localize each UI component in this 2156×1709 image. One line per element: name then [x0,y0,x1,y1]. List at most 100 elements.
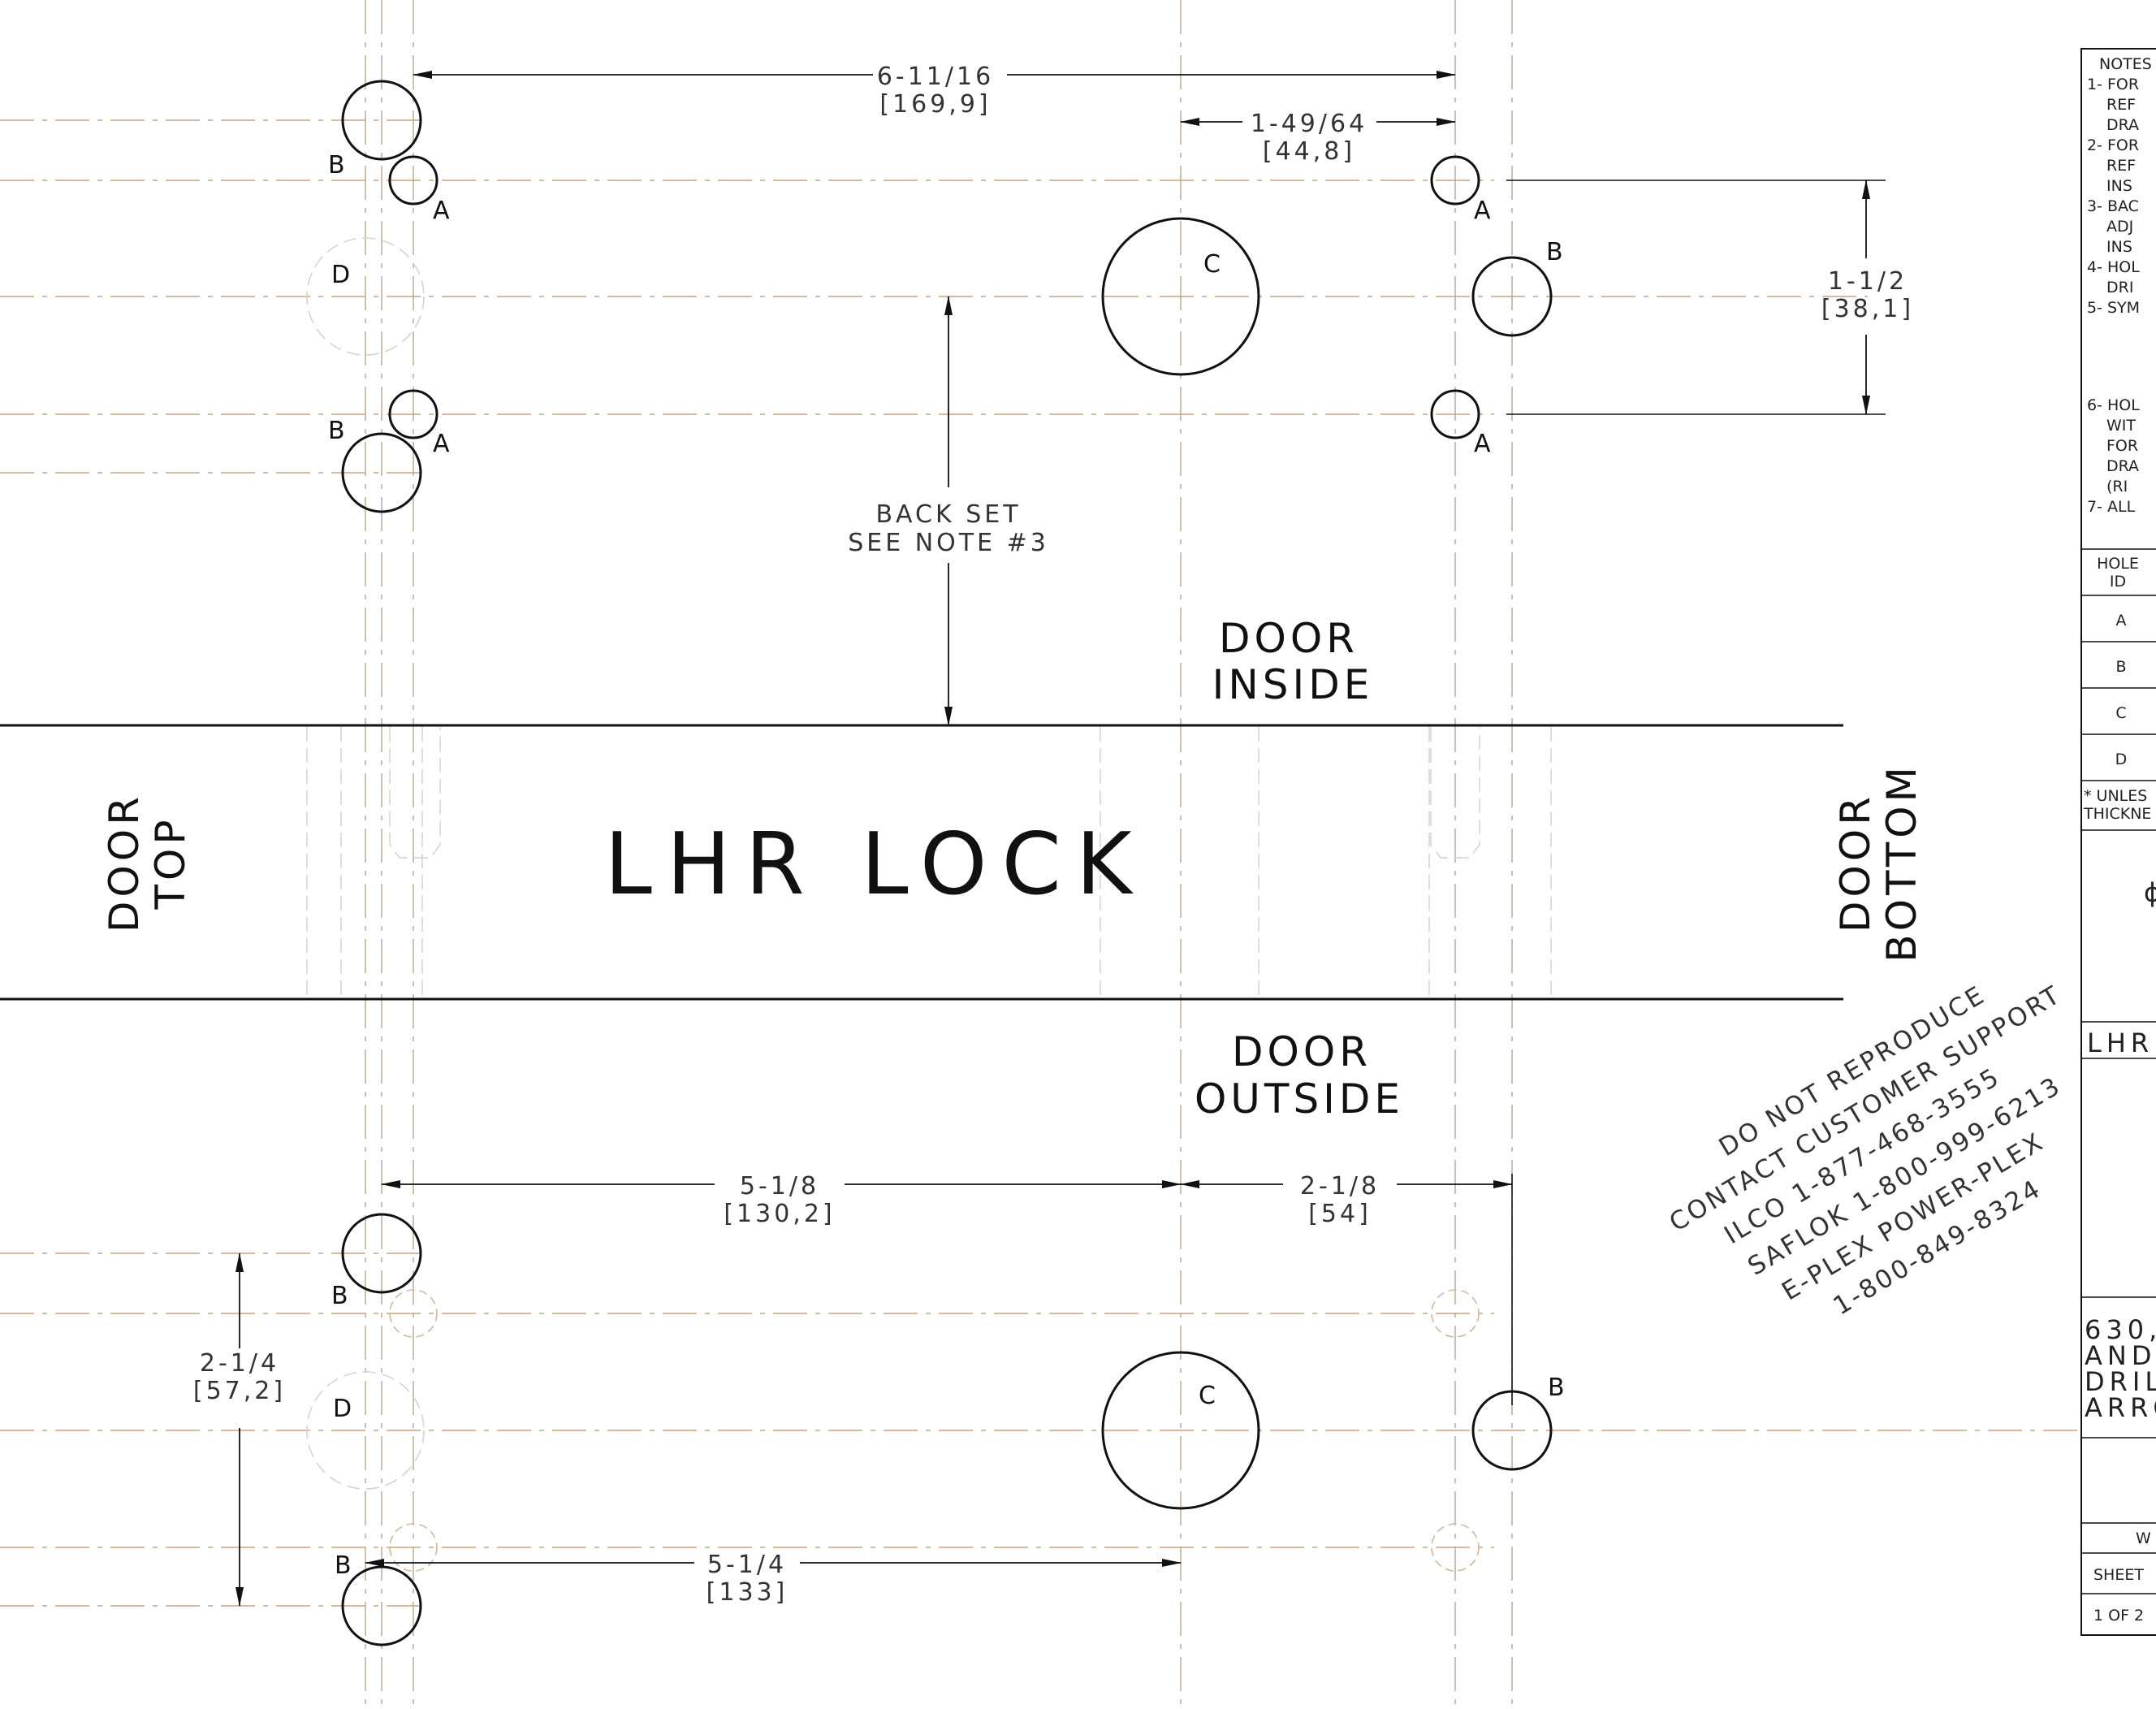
hole-label-b: B [331,1282,348,1310]
hole-b [341,432,422,513]
dim-130-2: [130,2] [724,1200,835,1228]
centerlines [0,119,2079,1607]
svg-text:(RI: (RI [2106,478,2128,495]
svg-text:DRI: DRI [2106,279,2133,296]
hole-id-c: C [2115,704,2126,722]
door-top-1: DOOR [101,793,148,932]
title-block-notes: NOTES 1- FOR REF DRA 2- FOR REF INS 3- B… [2087,55,2152,516]
back-set-label: BACK SET [875,500,1021,529]
svg-text:6- HOL: 6- HOL [2087,396,2140,414]
door-bottom-1: DOOR [1832,793,1879,932]
dim-5-1-8: 5-1/8 [740,1172,819,1201]
dim-2-1-4: 2-1/4 [200,1349,279,1378]
vertical-centerlines [365,0,1513,1709]
svg-text:REF: REF [2106,96,2136,114]
door-outside-2: OUTSIDE [1195,1075,1404,1123]
unless-note: * UNLES [2084,787,2147,805]
finish-line: DRILL [2085,1366,2156,1397]
dim-44-8: [44,8] [1263,137,1355,166]
hole-d-ghost [306,237,425,356]
hole-b [341,80,422,161]
hole-a [1430,389,1480,439]
door-inside-1: DOOR [1219,615,1359,662]
svg-text:INS: INS [2106,177,2132,195]
hole-a [1430,155,1480,206]
svg-text:ADJ: ADJ [2106,218,2133,236]
dim-1-49-64: 1-49/64 [1251,110,1367,138]
door-bottom-2: BOTTOM [1878,763,1925,962]
hole-b [1471,256,1553,337]
hole-label-c: C [1199,1382,1216,1410]
hole-id-a: A [2116,612,2127,630]
hole-label-a: A [433,430,450,458]
hole-label-d: D [333,1395,352,1423]
svg-text:2- FOR: 2- FOR [2087,136,2139,154]
dimension-text: 6-11/16 [169,9] 1-49/64 [44,8] 1-1/2 [38… [193,63,1914,1607]
hole-label-b: B [328,151,345,180]
svg-text:1- FOR: 1- FOR [2087,76,2139,93]
hole-b [341,1565,422,1646]
svg-text:7- ALL: 7- ALL [2087,498,2136,516]
door-inside-2: INSIDE [1212,661,1374,708]
dimension-lines [235,71,1870,1607]
wy-label: W [2136,1529,2151,1547]
dim-38-1: [38,1] [1821,295,1914,323]
hole-d-ghost [306,1371,425,1490]
door-outside-1: DOOR [1232,1028,1372,1075]
hole-label-b: B [328,417,345,445]
svg-text:5- SYM: 5- SYM [2087,299,2140,317]
sheet-value: 1 OF 2 [2093,1607,2144,1625]
notes-heading: NOTES [2099,55,2152,73]
dim-5-1-4: 5-1/4 [707,1551,787,1579]
svg-text:DRA: DRA [2106,116,2139,134]
hole-a [388,155,439,206]
hole-c [1101,1351,1260,1510]
hole-id-d: D [2115,751,2128,768]
see-note-3: SEE NOTE #3 [848,529,1049,557]
dim-133: [133] [706,1578,789,1607]
hole-letters: B A D B A C A B A B D C B B [328,151,1565,1580]
finish-line: ARROW [2085,1392,2156,1423]
hole-a [388,389,439,439]
finish-line: AND F [2085,1340,2156,1371]
dim-6-11-16: 6-11/16 [877,63,994,91]
dim-57-2: [57,2] [193,1377,286,1405]
hole-label-b: B [1548,1374,1565,1402]
holes-outside [306,1213,1553,1646]
door-edge [0,724,1843,1001]
svg-text:DRA: DRA [2106,457,2139,475]
svg-text:REF: REF [2106,157,2136,175]
hole-id-header: ID [2110,573,2126,591]
extension-lines [1506,180,1886,1405]
holes-inside [306,80,1553,513]
hole-label-c: C [1203,250,1221,279]
hole-label-d: D [331,261,350,289]
dim-1-1-2: 1-1/2 [1828,267,1908,296]
hole-label-a: A [1474,430,1491,458]
main-labels: BACK SET SEE NOTE #3 DOOR INSIDE DOOR OU… [101,500,1925,1123]
title-block: NOTES 1- FOR REF DRA 2- FOR REF INS 3- B… [2080,48,2156,1636]
hole-label-b: B [335,1551,352,1580]
unless-note: THICKNE [2083,805,2151,823]
hole-c [1101,217,1260,376]
dim-169-9: [169,9] [879,90,991,119]
dim-54: [54] [1308,1200,1372,1228]
drawing-title: LHR LOCK [604,815,1146,914]
finish-line: 630, [2085,1314,2156,1345]
watermark: DO NOT REPRODUCE CONTACT CUSTOMER SUPPOR… [1665,980,2067,1321]
svg-text:WIT: WIT [2106,417,2136,435]
door-top-2: TOP [147,816,194,910]
hole-label-a: A [433,197,450,225]
hole-b [341,1213,422,1294]
hole-id-b: B [2115,658,2126,676]
svg-text:INS: INS [2106,238,2132,256]
dim-2-1-8: 2-1/8 [1300,1172,1380,1201]
hole-id-header: HOLE [2097,555,2139,573]
lhr-label: LHR [2087,1028,2154,1058]
svg-text:4- HOL: 4- HOL [2087,258,2140,276]
sheet-label: SHEET [2093,1566,2144,1584]
hole-label-b: B [1546,238,1563,266]
phi-symbol: ɸ [2144,877,2156,908]
svg-text:3- BAC: 3- BAC [2087,197,2139,215]
